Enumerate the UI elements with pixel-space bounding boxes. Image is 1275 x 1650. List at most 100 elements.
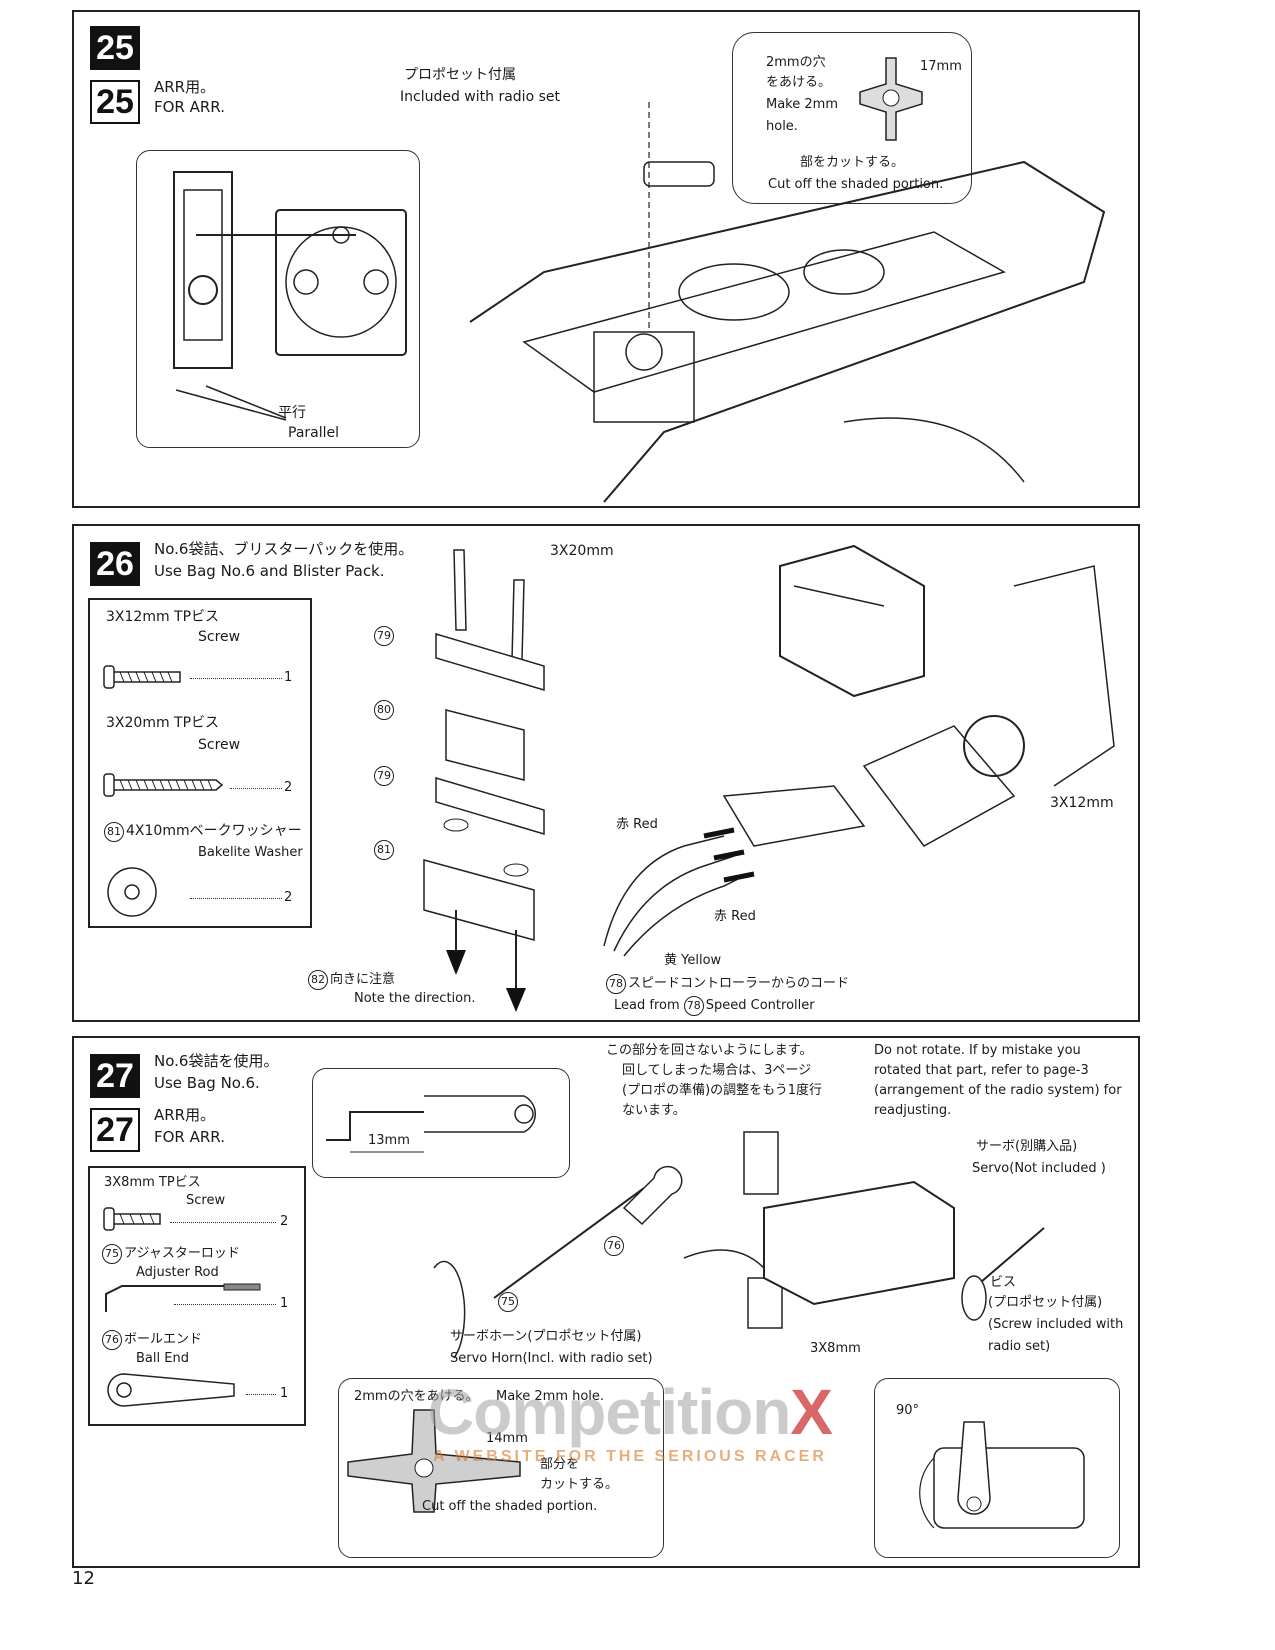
- rotate-warning-en: Do not rotate. If by mistake you: [874, 1043, 1081, 1058]
- callout-79: 79: [374, 626, 396, 646]
- rotate-warning-jp: 回してしまった場合は、3ページ: [622, 1063, 812, 1078]
- step-27-panel: 27 27 No.6袋詰を使用。 Use Bag No.6. ARR用。 FOR…: [72, 1036, 1140, 1568]
- servo-linkage-drawing: [173, 171, 407, 421]
- rotate-warning-jp: この部分を回さないようにします。: [606, 1043, 813, 1058]
- part-qty: 1: [280, 1386, 289, 1401]
- qty-leader: [170, 1222, 276, 1223]
- chassis-motor-drawing: [779, 544, 1115, 847]
- dim-3x20mm: 3X20mm: [550, 543, 614, 559]
- cut-label-en: Cut off the shaded portion.: [768, 177, 944, 192]
- ball-end-icon: [107, 1373, 235, 1407]
- bag-label-en: Use Bag No.6.: [154, 1074, 260, 1092]
- screw-3x20-icon: [103, 773, 224, 797]
- screw-3x12-icon: [103, 665, 181, 689]
- qty-leader: [190, 898, 282, 899]
- part-name-en: Screw: [198, 629, 241, 645]
- part-name-en: Ball End: [136, 1351, 189, 1366]
- wire-leads-drawing: [603, 785, 866, 957]
- hole-callout-box: [732, 32, 972, 204]
- callout-81: 81: [374, 840, 396, 860]
- step-number-arr: 25: [90, 80, 140, 124]
- rod-length-drawing: [326, 1095, 536, 1153]
- cut-label-en: Cut off the shaded portion.: [422, 1499, 598, 1514]
- screw-label-jp: (プロポセット付属): [988, 1295, 1103, 1310]
- horn-label-en: Servo Horn(Incl. with radio set): [450, 1351, 653, 1366]
- hole-label-en: Make 2mm hole.: [496, 1389, 605, 1404]
- rotate-warning-jp: (プロポの準備)の調整をもう1度行: [622, 1083, 823, 1098]
- bag-label-jp: No.6袋詰を使用。: [154, 1052, 279, 1070]
- callout-75: 75: [498, 1292, 520, 1312]
- qty-leader: [246, 1394, 276, 1395]
- qty-leader: [190, 678, 282, 679]
- wire-red-label: 赤 Red: [616, 817, 658, 832]
- part-qty: 1: [284, 670, 293, 685]
- rotate-warning-en: readjusting.: [874, 1103, 952, 1118]
- part-name-en: Adjuster Rod: [136, 1265, 219, 1280]
- parallel-label-en: Parallel: [288, 425, 340, 441]
- part-ref: 81: [104, 822, 124, 842]
- part-name-jp: 3X20mm TPビス: [106, 715, 220, 731]
- part-name: 4X10mmベークワッシャー: [126, 823, 302, 839]
- dim-3x8mm: 3X8mm: [810, 1341, 861, 1356]
- bag-label-en: Use Bag No.6 and Blister Pack.: [154, 562, 385, 580]
- speed-controller-mount-exploded: [423, 549, 545, 1012]
- servo-assembly-drawing: [433, 1131, 1045, 1359]
- arr-label-jp: ARR用。: [154, 78, 216, 96]
- step-26-panel: 26 No.6袋詰、ブリスターパックを使用。 Use Bag No.6 and …: [72, 524, 1140, 1022]
- horn-angle-drawing: [919, 1421, 1085, 1529]
- step-number: 26: [90, 542, 140, 586]
- part-name-en: Screw: [186, 1193, 226, 1208]
- arr-label-jp: ARR用。: [154, 1106, 216, 1124]
- hole-label-jp: 2mmの穴をあける。: [354, 1389, 479, 1404]
- wire-red-label: 赤 Red: [714, 909, 756, 924]
- cut-label-jp: カットする。: [540, 1477, 619, 1492]
- servo-horn-cross-icon: [859, 57, 923, 141]
- included-label-en: Included with radio set: [400, 89, 560, 105]
- parallel-label-jp: 平行: [278, 405, 306, 421]
- watermark-tagline: A WEBSITE FOR THE SERIOUS RACER: [433, 1448, 827, 1465]
- horn-label-jp: サーボホーン(プロポセット付属): [450, 1329, 642, 1344]
- qty-leader: [230, 788, 282, 789]
- screw-label-en: radio set): [988, 1339, 1051, 1354]
- rotate-warning-en: rotated that part, refer to page-3: [874, 1063, 1089, 1078]
- cut-label-jp: 部分を: [540, 1457, 580, 1472]
- dim-3x12mm: 3X12mm: [1050, 795, 1114, 811]
- servo-label-en: Servo(Not included ): [972, 1161, 1106, 1176]
- part-name-en: Bakelite Washer: [198, 845, 303, 860]
- arr-label-en: FOR ARR.: [154, 1128, 225, 1146]
- part-name-jp: 3X12mm TPビス: [106, 609, 220, 625]
- hole-label-jp-1: 2mmの穴: [766, 55, 826, 70]
- step-25-panel: 25 25 ARR用。 FOR ARR. プロポセット付属 Included w…: [72, 10, 1140, 508]
- page-number: 12: [72, 1568, 95, 1589]
- bag-label-jp: No.6袋詰、ブリスターパックを使用。: [154, 540, 414, 558]
- part-qty: 2: [280, 1214, 289, 1229]
- adjuster-rod-icon: [105, 1283, 261, 1312]
- parts-list-box: [88, 598, 312, 928]
- rotate-warning-jp: ないます。: [622, 1103, 686, 1118]
- hole-label-en-1: Make 2mm: [766, 97, 838, 112]
- rotate-warning-en: (arrangement of the radio system) for: [874, 1083, 1122, 1098]
- qty-leader: [174, 1304, 276, 1305]
- arr-label-en: FOR ARR.: [154, 98, 225, 116]
- part-name-jp: 3X8mm TPビス: [104, 1175, 201, 1190]
- step-number: 25: [90, 26, 140, 70]
- callout-80: 80: [374, 700, 396, 720]
- part-qty: 2: [284, 780, 293, 795]
- cut-label-jp: 部をカットする。: [800, 155, 905, 170]
- part-name-en: Screw: [198, 737, 241, 753]
- hole-label-en-2: hole.: [766, 119, 798, 134]
- watermark-logo: CompetitionX: [428, 1376, 833, 1448]
- dim-13mm: 13mm: [368, 1133, 410, 1148]
- dim-17mm: 17mm: [920, 59, 962, 74]
- step-number: 27: [90, 1054, 140, 1098]
- part-qty: 2: [284, 890, 293, 905]
- screw-label-en: (Screw included with: [988, 1317, 1124, 1332]
- servo-label-jp: サーボ(別購入品): [976, 1139, 1078, 1154]
- angle-label: 90°: [896, 1403, 920, 1418]
- step-number-arr: 27: [90, 1108, 140, 1152]
